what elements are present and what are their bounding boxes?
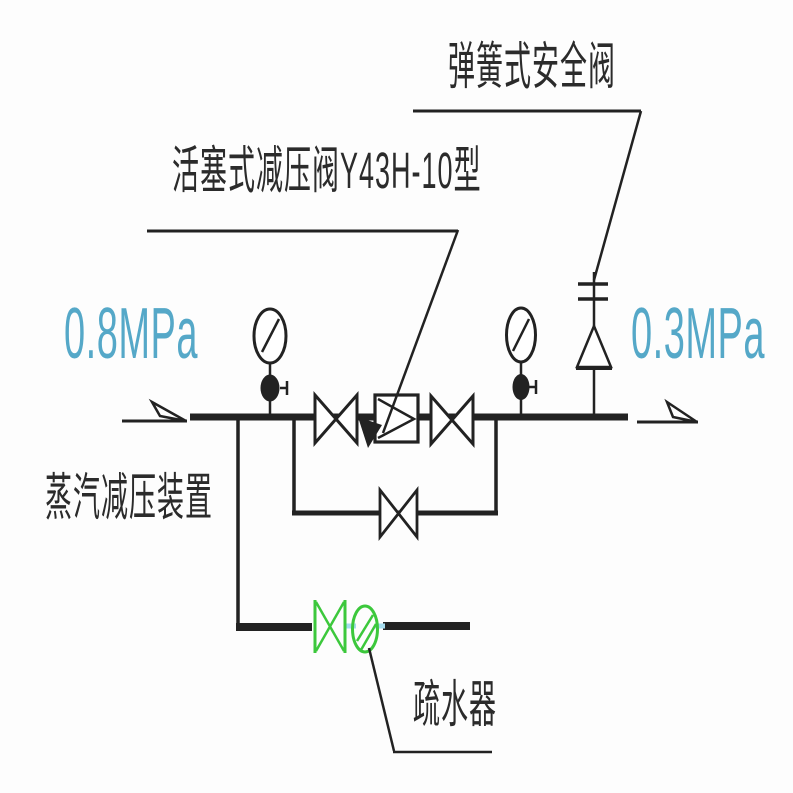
gate-valve-left-icon [313,391,359,447]
safety-valve-label: 弹簧式安全阀 [448,38,616,96]
bypass-valve-icon [378,485,419,542]
safety-valve-leader [413,109,643,281]
pressure-gauge-left-icon [252,307,289,414]
drain-line [236,417,470,631]
reducing-valve-leader [147,229,460,448]
gate-valve-right-icon [429,392,475,448]
steam-trap-leader [367,647,492,754]
reducing-valve-label: 活塞式减压阀Y43H-10型 [172,142,482,200]
outlet-pressure-label: 0.3MPa [631,295,765,375]
inlet-pressure-label: 0.8MPa [64,295,198,375]
steam-trap-icon [351,604,379,654]
safety-valve-icon [575,272,613,414]
outlet-flow-arrow-icon [637,398,698,424]
pressure-gauge-right-icon [505,306,538,414]
device-title-label: 蒸汽减压装置 [45,469,213,527]
steam-trap-label: 疏水器 [413,676,497,734]
inlet-flow-arrow-icon [122,398,187,423]
pressure-reducing-valve-icon [373,393,420,444]
